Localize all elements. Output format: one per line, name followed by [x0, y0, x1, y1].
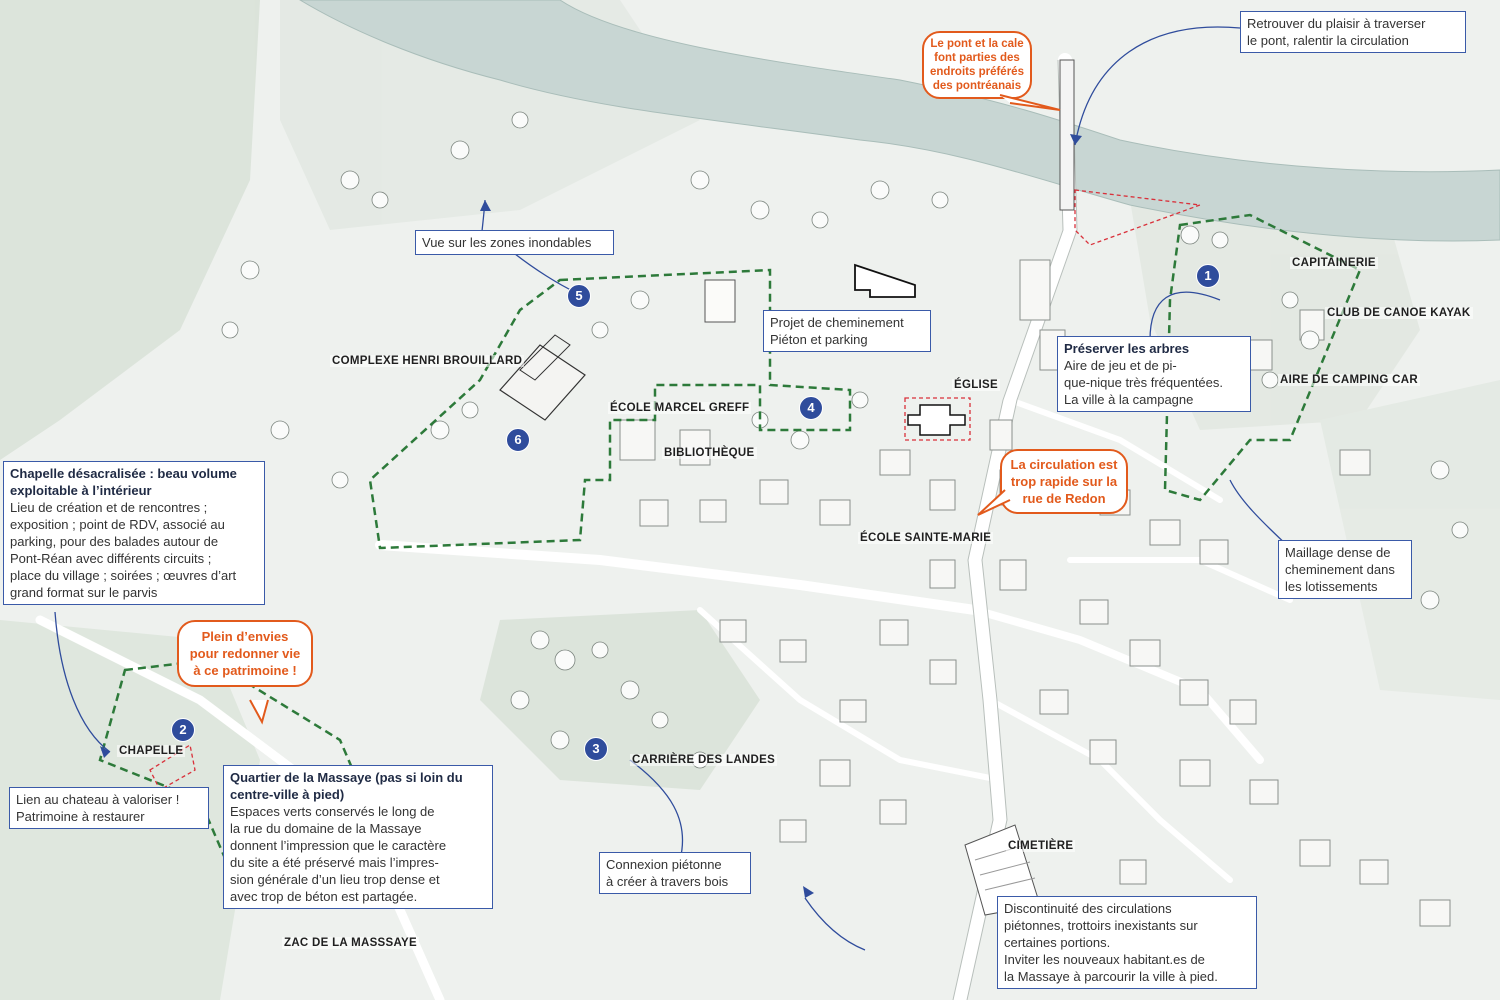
- bubble-circulation: La circulation est trop rapide sur la ru…: [1000, 449, 1128, 514]
- callout-massaye-title: centre-ville à pied): [230, 787, 345, 802]
- label-bibliotheque: BIBLIOTHÈQUE: [662, 447, 757, 459]
- callout-massaye-title: Quartier de la Massaye (pas si loin du: [230, 770, 463, 785]
- callout-chapelle-line: grand format sur le parvis: [10, 585, 158, 600]
- river: [299, 0, 1500, 242]
- callout-discontinuite-line: piétonnes, trottoirs inexistants sur: [1004, 918, 1198, 933]
- callout-arbres-line: La ville à la campagne: [1064, 392, 1194, 407]
- complexe-building: [499, 344, 586, 421]
- callout-vue-line: Vue sur les zones inondables: [422, 235, 592, 250]
- callout-lien-line: Patrimoine à restaurer: [16, 809, 145, 824]
- callout-projet-line: Piéton et parking: [770, 332, 868, 347]
- arrow-heads: [100, 134, 1082, 898]
- callout-discontinuite-line: Inviter les nouveaux habitant.es de: [1004, 952, 1205, 967]
- callout-pont-line: le pont, ralentir la circulation: [1247, 33, 1409, 48]
- callout-discontinuite-line: certaines portions.: [1004, 935, 1111, 950]
- callout-maillage-line: cheminement dans: [1285, 562, 1395, 577]
- callout-chapelle-title: Chapelle désacralisée : beau volume: [10, 466, 237, 481]
- bubble-circulation-line: rue de Redon: [1022, 491, 1106, 506]
- buildings: [619, 259, 1451, 927]
- label-ecole-sainte-marie: ÉCOLE SAINTE-MARIE: [858, 532, 994, 544]
- label-eglise: ÉGLISE: [952, 379, 1000, 391]
- callout-chapelle: Chapelle désacralisée : beau volume expl…: [3, 461, 265, 605]
- label-capitainerie: CAPITAINERIE: [1290, 257, 1378, 269]
- label-camping-car: AIRE DE CAMPING CAR: [1278, 374, 1420, 386]
- callout-connexion-line: Connexion piétonne: [606, 857, 722, 872]
- callout-massaye: Quartier de la Massaye (pas si loin du c…: [223, 765, 493, 909]
- label-ecole-marcel-greff: ÉCOLE MARCEL GREFF: [608, 402, 752, 414]
- bubble-plein-line: à ce patrimoine !: [193, 663, 297, 678]
- bubble-plein: Plein d’envies pour redonner vie à ce pa…: [177, 620, 313, 687]
- callout-connexion: Connexion piétonne à créer à travers boi…: [599, 852, 751, 894]
- bubble-pont-line: Le pont et la cale: [930, 38, 1024, 50]
- callout-massaye-line: du site a été préservé mais l’impres-: [230, 855, 439, 870]
- marker-6[interactable]: 6: [506, 428, 530, 452]
- callout-massaye-line: avec trop de béton est partagée.: [230, 889, 418, 904]
- callout-chapelle-line: exposition ; point de RDV, associé au: [10, 517, 225, 532]
- callout-vue: Vue sur les zones inondables: [415, 230, 614, 255]
- label-canoe-kayak: CLUB DE CANOE KAYAK: [1325, 307, 1473, 319]
- callout-arbres: Préserver les arbres Aire de jeu et de p…: [1057, 336, 1251, 412]
- bubble-pont-line: des pontréanais: [932, 80, 1022, 92]
- callout-pont: Retrouver du plaisir à traverser le pont…: [1240, 11, 1466, 53]
- bubble-circulation-line: trop rapide sur la: [1010, 474, 1118, 489]
- marker-3[interactable]: 3: [584, 737, 608, 761]
- label-zac: ZAC DE LA MASSSAYE: [282, 937, 419, 949]
- callout-discontinuite: Discontinuité des circulations piétonnes…: [997, 896, 1257, 989]
- callout-discontinuite-line: Discontinuité des circulations: [1004, 901, 1172, 916]
- callout-maillage-line: les lotissements: [1285, 579, 1378, 594]
- bubble-pont-line: endroits préférés: [930, 66, 1024, 78]
- callout-massaye-line: sion générale d’un lieu trop dense et: [230, 872, 440, 887]
- bubble-pont: Le pont et la cale font parties des endr…: [922, 31, 1032, 99]
- callout-chapelle-line: place du village ; soirées ; œuvres d’ar…: [10, 568, 237, 583]
- callout-projet-line: Projet de cheminement: [770, 315, 904, 330]
- label-chapelle: CHAPELLE: [117, 745, 186, 757]
- callout-arbres-line: Aire de jeu et de pi-: [1064, 358, 1177, 373]
- label-carriere: CARRIÈRE DES LANDES: [630, 754, 778, 766]
- road-edges: [952, 59, 1078, 1000]
- callout-massaye-line: Espaces verts conservés le long de: [230, 804, 435, 819]
- callout-lien: Lien au chateau à valoriser ! Patrimoine…: [9, 787, 209, 829]
- callout-chapelle-line: Lieu de création et de rencontres ;: [10, 500, 208, 515]
- callout-discontinuite-line: la Massaye à parcourir la ville à pied.: [1004, 969, 1218, 984]
- marker-2[interactable]: 2: [171, 718, 195, 742]
- callout-chapelle-line: Pont-Réan avec différents circuits ;: [10, 551, 212, 566]
- callout-massaye-line: donnent l’impression que le caractère: [230, 838, 447, 853]
- callout-connexion-line: à créer à travers bois: [606, 874, 729, 889]
- callout-arbres-title: Préserver les arbres: [1064, 341, 1190, 356]
- callout-maillage: Maillage dense de cheminement dans les l…: [1278, 540, 1412, 599]
- church-building: [907, 404, 966, 436]
- marker-5[interactable]: 5: [567, 284, 591, 308]
- callout-maillage-line: Maillage dense de: [1285, 545, 1391, 560]
- callout-projet: Projet de cheminement Piéton et parking: [763, 310, 931, 352]
- callout-chapelle-title: exploitable à l’intérieur: [10, 483, 152, 498]
- label-complexe: COMPLEXE HENRI BROUILLARD: [330, 355, 525, 367]
- marker-4[interactable]: 4: [799, 396, 823, 420]
- callout-pont-line: Retrouver du plaisir à traverser: [1247, 16, 1426, 31]
- bubble-plein-line: pour redonner vie: [189, 646, 301, 661]
- bubble-pont-line: font parties des: [934, 52, 1020, 64]
- complexe-building-2: [519, 334, 571, 381]
- label-cimetiere: CIMETIÈRE: [1006, 840, 1076, 852]
- callout-chapelle-line: parking, pour des balades autour de: [10, 534, 219, 549]
- marker-1[interactable]: 1: [1196, 264, 1220, 288]
- bubble-plein-line: Plein d’envies: [201, 629, 289, 644]
- bubble-circulation-line: La circulation est: [1010, 457, 1118, 472]
- sports-field: [704, 279, 736, 323]
- callout-arbres-line: que-nique très fréquentées.: [1064, 375, 1223, 390]
- callout-lien-line: Lien au chateau à valoriser !: [16, 792, 180, 807]
- callout-massaye-line: la rue du domaine de la Massaye: [230, 821, 422, 836]
- projet-building: [854, 263, 916, 298]
